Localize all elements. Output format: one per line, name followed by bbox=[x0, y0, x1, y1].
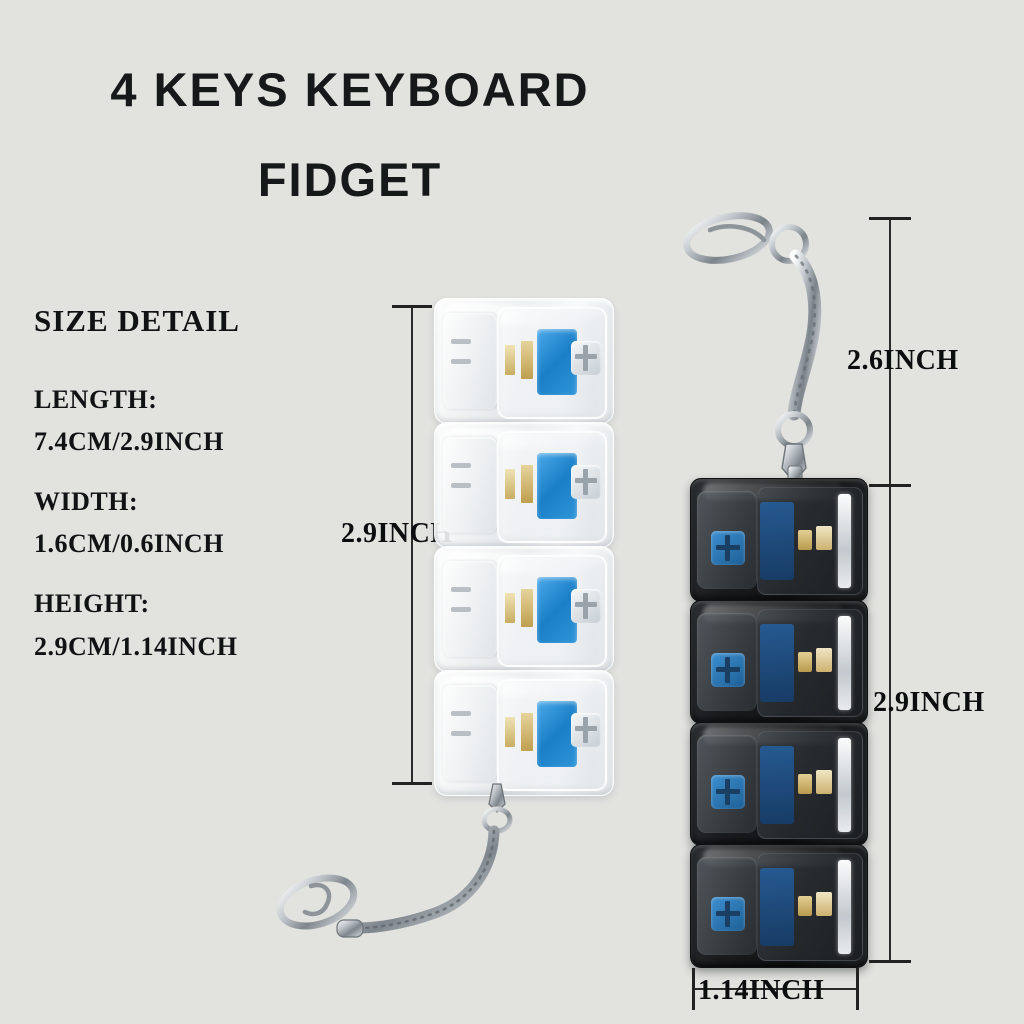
black-product-keychain bbox=[683, 212, 822, 488]
gold-contact-secondary bbox=[816, 648, 832, 672]
gold-contact bbox=[798, 774, 812, 794]
split-ring-icon bbox=[769, 224, 809, 264]
left-dimension-tick-bottom bbox=[392, 782, 432, 785]
keycap-body bbox=[697, 735, 757, 833]
gold-contact-secondary bbox=[521, 713, 533, 751]
gold-contact-secondary bbox=[521, 589, 533, 627]
page-title-line-2: FIDGET bbox=[257, 153, 443, 206]
right-dimension-tick-top bbox=[869, 217, 911, 220]
left-dimension-line bbox=[411, 306, 413, 784]
gold-contact bbox=[505, 469, 515, 499]
switch-housing bbox=[497, 431, 607, 543]
blue-switch-stem bbox=[537, 701, 577, 767]
keycap-body bbox=[443, 313, 497, 409]
gold-contact bbox=[798, 652, 812, 672]
gold-contact-secondary bbox=[816, 770, 832, 794]
clear-product-stack bbox=[432, 298, 614, 796]
white-slider-strip bbox=[838, 738, 851, 832]
clear-switch-module bbox=[434, 422, 614, 548]
switch-housing bbox=[497, 307, 607, 419]
blue-switch-stem bbox=[711, 775, 745, 809]
right-dimension-tick-middle bbox=[869, 484, 911, 487]
clear-switch-module bbox=[434, 546, 614, 672]
keycap-body bbox=[697, 613, 757, 711]
blue-switch-stem bbox=[711, 531, 745, 565]
switch-housing bbox=[757, 731, 863, 839]
gold-contact bbox=[798, 530, 812, 550]
keycap-body bbox=[443, 685, 497, 781]
switch-housing bbox=[757, 487, 863, 595]
gold-contact-secondary bbox=[816, 526, 832, 550]
switch-housing bbox=[497, 555, 607, 667]
left-dimension-tick-top bbox=[392, 305, 432, 308]
page-title-line-1: 4 KEYS KEYBOARD bbox=[110, 63, 590, 116]
spec-height-value: 2.9CM/1.14INCH bbox=[34, 631, 238, 661]
black-switch-module bbox=[690, 600, 868, 724]
width-dimension-tick-right bbox=[856, 968, 859, 1010]
keycap-body bbox=[443, 561, 497, 657]
clear-switch-module bbox=[434, 670, 614, 796]
switch-housing bbox=[497, 679, 607, 791]
blue-switch-stem bbox=[537, 453, 577, 519]
spec-height: HEIGHT: 2.9CM/1.14INCH bbox=[34, 583, 334, 667]
spec-length-label: LENGTH: bbox=[34, 385, 158, 414]
spec-width: WIDTH: 1.6CM/0.6INCH bbox=[34, 481, 334, 565]
black-product-stack bbox=[690, 478, 868, 968]
switch-housing bbox=[757, 609, 863, 717]
black-switch-module bbox=[690, 844, 868, 968]
gold-contact bbox=[505, 717, 515, 747]
switch-housing bbox=[757, 853, 863, 961]
blue-internal-film bbox=[760, 746, 794, 824]
product-width-label: 1.14INCH bbox=[698, 975, 825, 1006]
blue-switch-stem bbox=[537, 577, 577, 643]
flexible-chain-icon bbox=[341, 825, 500, 934]
black-switch-module bbox=[690, 478, 868, 602]
spec-height-label: HEIGHT: bbox=[34, 589, 150, 619]
keycap-body bbox=[697, 857, 757, 955]
blue-internal-film bbox=[760, 502, 794, 580]
blue-switch-stem bbox=[711, 897, 745, 931]
cross-stem bbox=[571, 465, 601, 499]
white-slider-strip bbox=[838, 616, 851, 710]
left-dimension-label: 2.9INCH bbox=[341, 518, 453, 549]
right-dimension-line bbox=[889, 218, 891, 962]
width-dimension-line bbox=[693, 988, 859, 990]
gold-contact-secondary bbox=[521, 465, 533, 503]
cross-stem bbox=[571, 713, 601, 747]
right-product-height-label: 2.9INCH bbox=[873, 687, 985, 718]
keycap-body bbox=[443, 437, 497, 533]
lobster-clasp-icon bbox=[481, 783, 513, 834]
carabiner-clip-icon bbox=[683, 212, 773, 264]
spec-length-value: 7.4CM/2.9INCH bbox=[34, 427, 224, 457]
cross-stem bbox=[571, 589, 601, 623]
gold-contact bbox=[798, 896, 812, 916]
white-slider-strip bbox=[838, 494, 851, 588]
keycap-body bbox=[697, 491, 757, 589]
blue-internal-film bbox=[760, 868, 794, 946]
right-dimension-tick-bottom bbox=[869, 960, 911, 963]
spec-length: LENGTH: 7.4CM/2.9INCH bbox=[34, 379, 334, 463]
gold-contact-secondary bbox=[816, 892, 832, 916]
spec-width-value: 1.6CM/0.6INCH bbox=[34, 529, 224, 559]
chain-ferrule bbox=[336, 919, 364, 938]
width-dimension-tick-left bbox=[692, 968, 695, 1010]
gold-contact-secondary bbox=[521, 341, 533, 379]
gold-contact bbox=[505, 593, 515, 623]
black-switch-module bbox=[690, 722, 868, 846]
size-detail-heading: SIZE DETAIL bbox=[34, 303, 240, 338]
carabiner-clip-icon bbox=[276, 874, 358, 930]
gold-contact bbox=[505, 345, 515, 375]
clear-switch-module bbox=[434, 298, 614, 424]
cross-stem bbox=[571, 341, 601, 375]
blue-internal-film bbox=[760, 624, 794, 702]
clear-product-keychain bbox=[276, 783, 513, 938]
blue-switch-stem bbox=[711, 653, 745, 687]
blue-switch-stem bbox=[537, 329, 577, 395]
size-detail-block: SIZE DETAIL LENGTH: 7.4CM/2.9INCH WIDTH:… bbox=[34, 303, 334, 686]
white-slider-strip bbox=[838, 860, 851, 954]
spec-width-label: WIDTH: bbox=[34, 487, 139, 517]
keychain-height-label: 2.6INCH bbox=[847, 345, 959, 376]
